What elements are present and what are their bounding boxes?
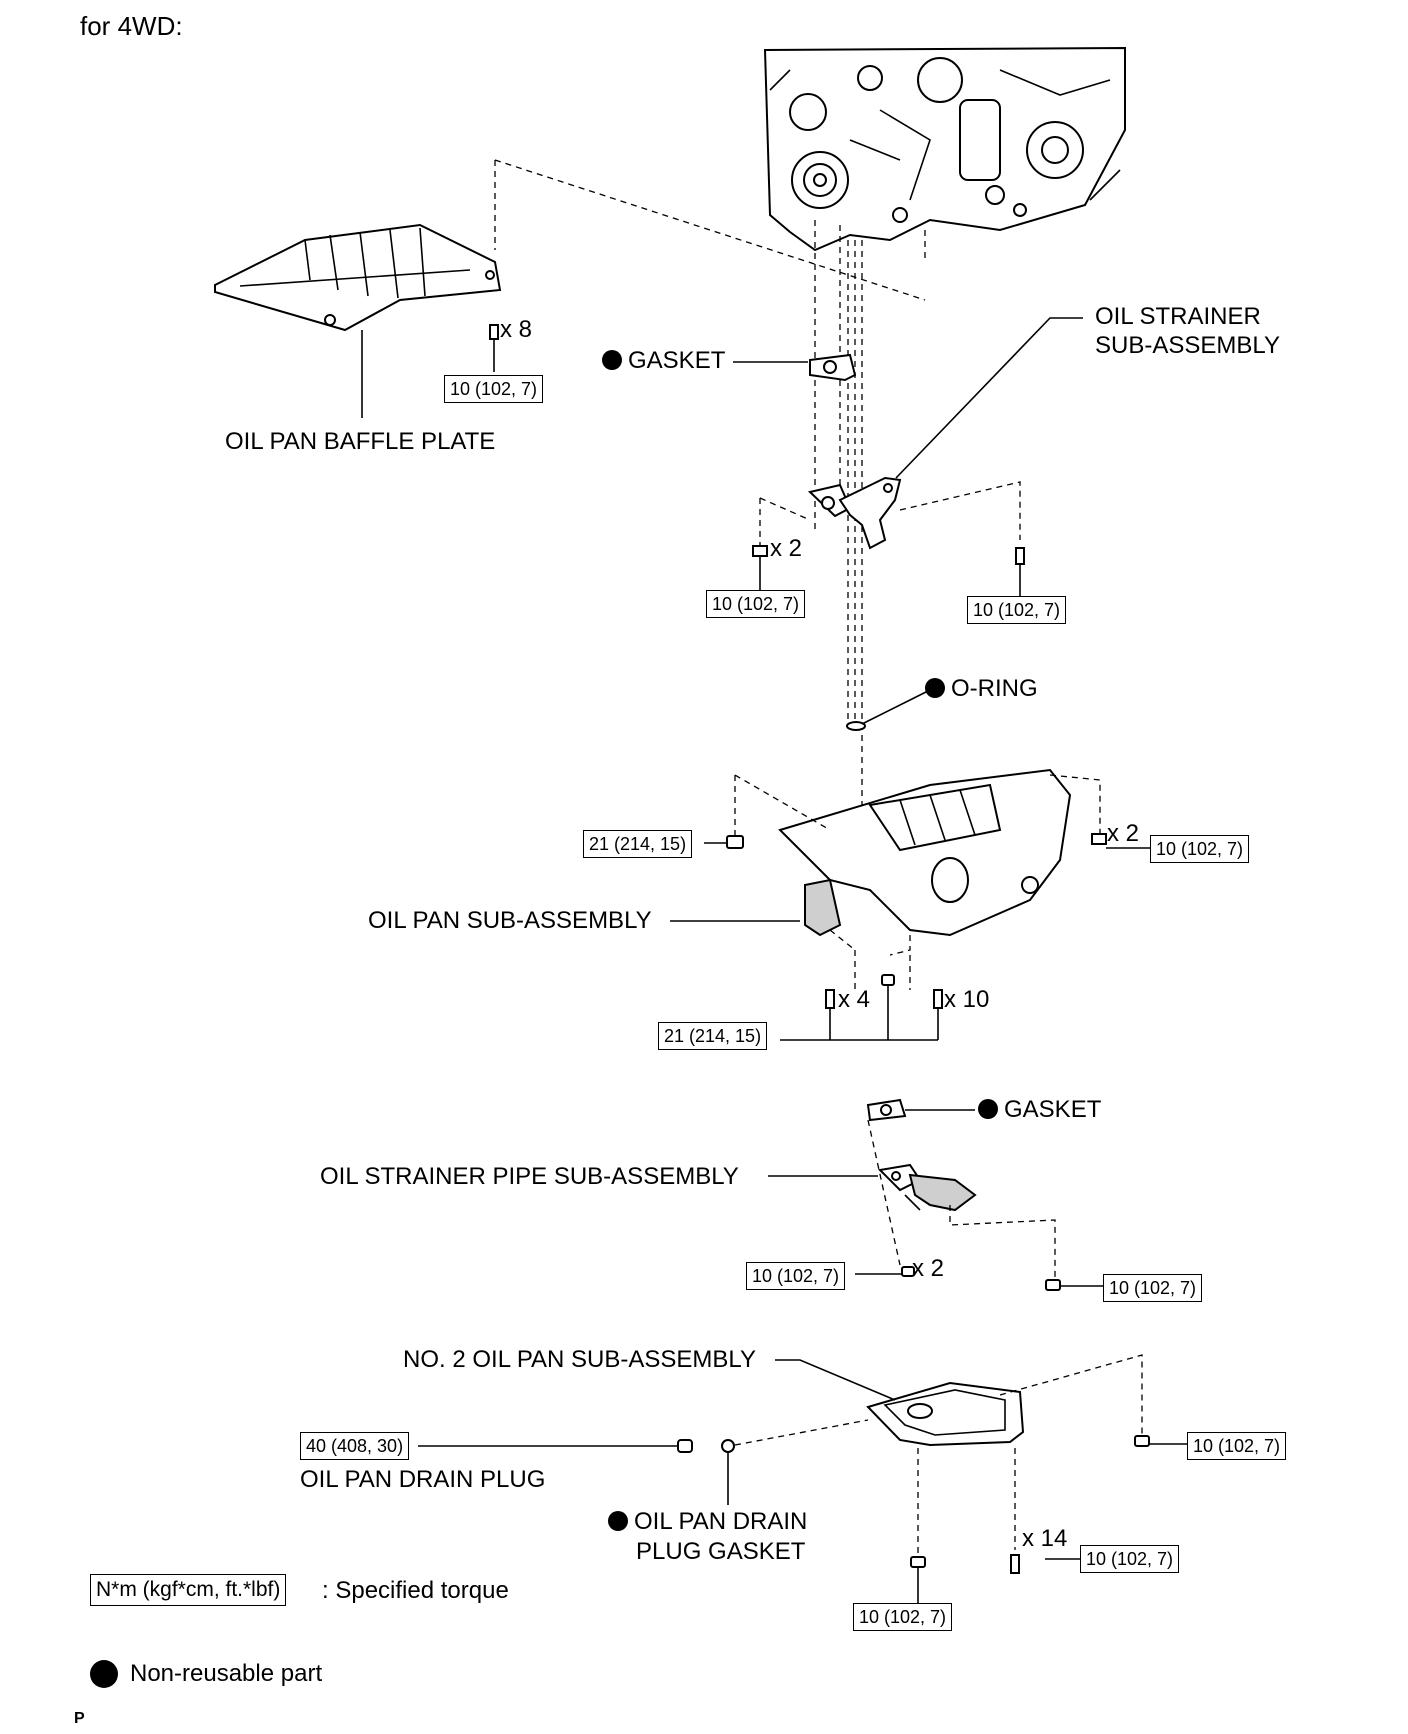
oil-pan-x4-count: x 4: [838, 986, 871, 1013]
legend-torque-box: N*m (kgf*cm, ft.*lbf): [90, 1574, 287, 1606]
pipe-right-torque: 10 (102, 7): [1103, 1274, 1203, 1302]
no2-right-torque: 10 (102, 7): [1187, 1432, 1287, 1460]
oil-strainer-label-line2: SUB-ASSEMBLY: [1095, 332, 1280, 359]
oil-pan-right-torque: 10 (102, 7): [1150, 835, 1250, 863]
oil-pan-bottom-torque: 21 (214, 15): [658, 1022, 768, 1050]
pipe-left-torque: 10 (102, 7): [746, 1262, 846, 1290]
baffle-torque: 10 (102, 7): [444, 375, 544, 403]
oil-pan-baffle-plate-illustration: [214, 223, 502, 332]
non-reusable-marker-icon: [608, 1511, 628, 1531]
oil-pan-right-bolt-count: x 2: [1107, 820, 1140, 847]
oil-strainer-pipe-illustration: [877, 1163, 977, 1212]
non-reusable-marker-icon: [602, 350, 622, 370]
o-ring-label: O-RING: [925, 675, 1038, 703]
strainer-left-torque: 10 (102, 7): [706, 590, 806, 618]
oil-strainer-illustration: [807, 476, 902, 550]
gasket-mid-label: GASKET: [978, 1096, 1101, 1124]
non-reusable-marker-icon: [978, 1099, 998, 1119]
no2-bottom-torque: 10 (102, 7): [853, 1603, 953, 1631]
footer-code: P: [74, 1710, 85, 1727]
oil-pan-baffle-plate-label: OIL PAN BAFFLE PLATE: [225, 428, 496, 455]
baffle-bolt-count: x 8: [500, 316, 533, 343]
no2-oil-pan-label: NO. 2 OIL PAN SUB-ASSEMBLY: [403, 1346, 756, 1373]
drain-gasket-label-line1: OIL PAN DRAIN: [608, 1508, 807, 1536]
no2-x14-torque: 10 (102, 7): [1080, 1545, 1180, 1573]
strainer-right-torque: 10 (102, 7): [967, 596, 1067, 624]
oil-pan-left-torque: 21 (214, 15): [583, 830, 693, 858]
oil-pan-sub-assembly-label: OIL PAN SUB-ASSEMBLY: [368, 907, 652, 934]
oil-pan-drain-plug-label: OIL PAN DRAIN PLUG: [300, 1466, 546, 1493]
diagram-title: for 4WD:: [80, 11, 183, 41]
oil-pan-illustration: [778, 768, 1072, 937]
strainer-bolt-count: x 2: [770, 535, 803, 562]
gasket-top-label: GASKET: [602, 347, 725, 375]
legend-non-reusable-text: Non-reusable part: [130, 1660, 323, 1687]
non-reusable-marker-icon: [925, 678, 945, 698]
oil-strainer-pipe-label: OIL STRAINER PIPE SUB-ASSEMBLY: [320, 1163, 739, 1190]
legend-torque-text: : Specified torque: [322, 1577, 509, 1604]
pipe-bolt-count: x 2: [912, 1255, 945, 1282]
non-reusable-legend-icon: [90, 1660, 118, 1688]
drain-gasket-label-line2: PLUG GASKET: [636, 1538, 806, 1565]
engine-block-illustration: [763, 46, 1126, 252]
oil-strainer-label-line1: OIL STRAINER: [1095, 303, 1261, 330]
drain-plug-torque: 40 (408, 30): [300, 1432, 410, 1460]
no2-bolt-count: x 14: [1022, 1525, 1068, 1552]
oil-pan-x10-count: x 10: [944, 986, 990, 1013]
no2-oil-pan-illustration: [866, 1381, 1025, 1447]
